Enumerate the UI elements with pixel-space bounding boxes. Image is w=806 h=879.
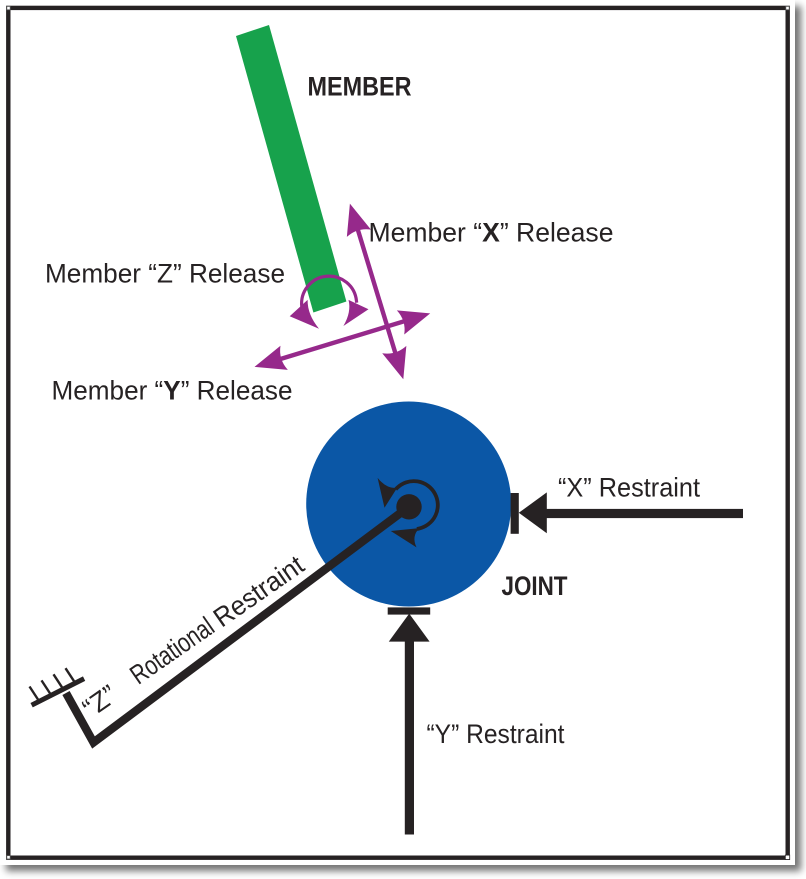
svg-text:“X” Restraint: “X” Restraint	[558, 473, 700, 503]
svg-text:MEMBER: MEMBER	[308, 72, 412, 102]
svg-text:Rotational: Rotational	[125, 611, 220, 690]
svg-text:Member “Z” Release: Member “Z” Release	[45, 259, 285, 289]
svg-text:JOINT: JOINT	[502, 571, 568, 601]
svg-text:“Y” Restraint: “Y” Restraint	[427, 719, 565, 749]
svg-text:Member “X” Release: Member “X” Release	[369, 218, 614, 248]
svg-text:Member “Y” Release: Member “Y” Release	[52, 376, 293, 406]
